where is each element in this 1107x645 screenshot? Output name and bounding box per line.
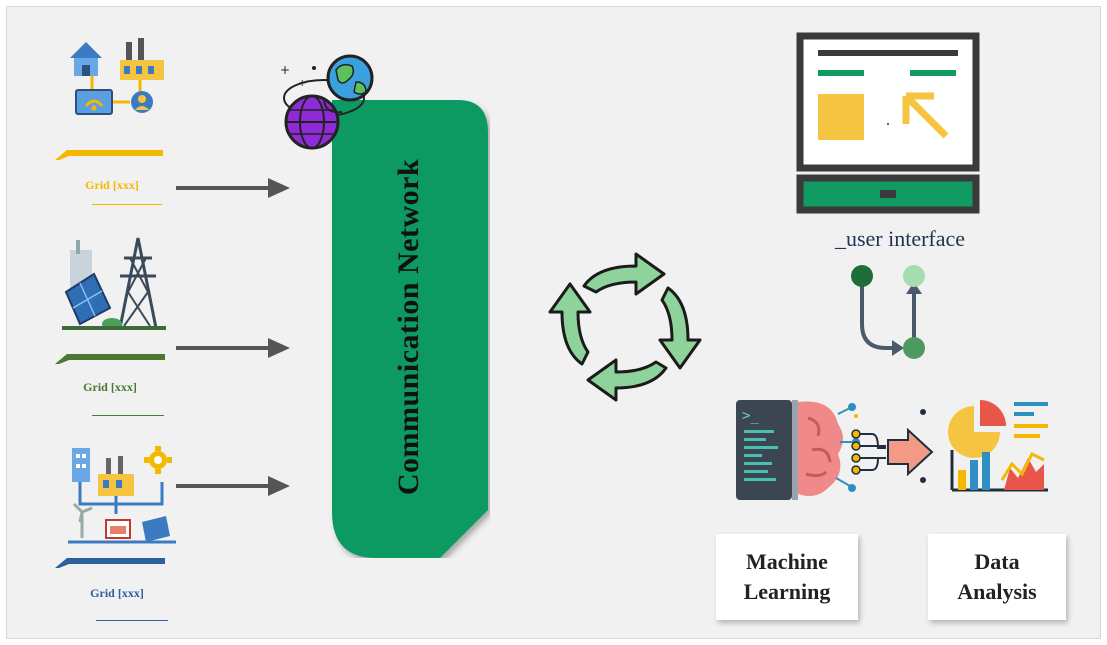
grid-1-label: Grid [xxx] bbox=[85, 178, 139, 192]
solar-panel-pylon-icon bbox=[62, 237, 166, 330]
data-analysis-icon bbox=[948, 400, 1048, 492]
grid-2-bar bbox=[55, 354, 165, 364]
decorative-dots bbox=[920, 409, 926, 483]
grid-3-bar bbox=[55, 558, 165, 568]
communication-network-block bbox=[332, 100, 488, 558]
grid-to-network-arrows bbox=[176, 178, 290, 496]
machine-learning-label-line2: Learning bbox=[743, 579, 831, 604]
arrow-grid-3 bbox=[176, 484, 270, 488]
grid-2-label: Grid [xxx] bbox=[83, 380, 137, 394]
arrow-grid-2 bbox=[176, 346, 270, 350]
refresh-cycle-icon bbox=[548, 252, 702, 402]
communication-network-label: Communication Network bbox=[392, 158, 425, 496]
industrial-grid-icon bbox=[68, 446, 176, 544]
grid-1-underline bbox=[92, 204, 162, 205]
data-analysis-label-line1: Data bbox=[974, 549, 1020, 575]
grid-2-underline bbox=[92, 415, 164, 416]
svg-text:+: + bbox=[280, 63, 290, 77]
smart-home-factory-icon bbox=[70, 38, 164, 115]
cycle-arrow-right bbox=[658, 286, 702, 370]
data-analysis-label-line2: Analysis bbox=[957, 579, 1037, 604]
grid-3-underline bbox=[96, 620, 168, 621]
globe-network-icon: + + bbox=[280, 54, 374, 150]
data-flow-arrow-icon bbox=[851, 427, 934, 477]
svg-text:>_: >_ bbox=[742, 408, 759, 424]
monitor-icon bbox=[796, 32, 980, 214]
user-interface-label: _user interface bbox=[834, 226, 966, 251]
cycle-arrow-left bbox=[548, 282, 592, 366]
grid-3-label: Grid [xxx] bbox=[90, 586, 144, 600]
machine-learning-box: Machine Learning bbox=[716, 534, 858, 620]
workflow-arrows-icon bbox=[851, 265, 925, 359]
machine-learning-label-line1: Machine bbox=[746, 549, 828, 575]
cycle-arrow-top bbox=[582, 252, 666, 296]
arrow-grid-1 bbox=[176, 186, 270, 190]
cycle-arrow-bottom bbox=[586, 358, 668, 402]
grid-1-bar bbox=[55, 150, 163, 160]
data-analysis-box: Data Analysis bbox=[928, 534, 1066, 620]
machine-learning-icon: >_ bbox=[736, 400, 860, 500]
